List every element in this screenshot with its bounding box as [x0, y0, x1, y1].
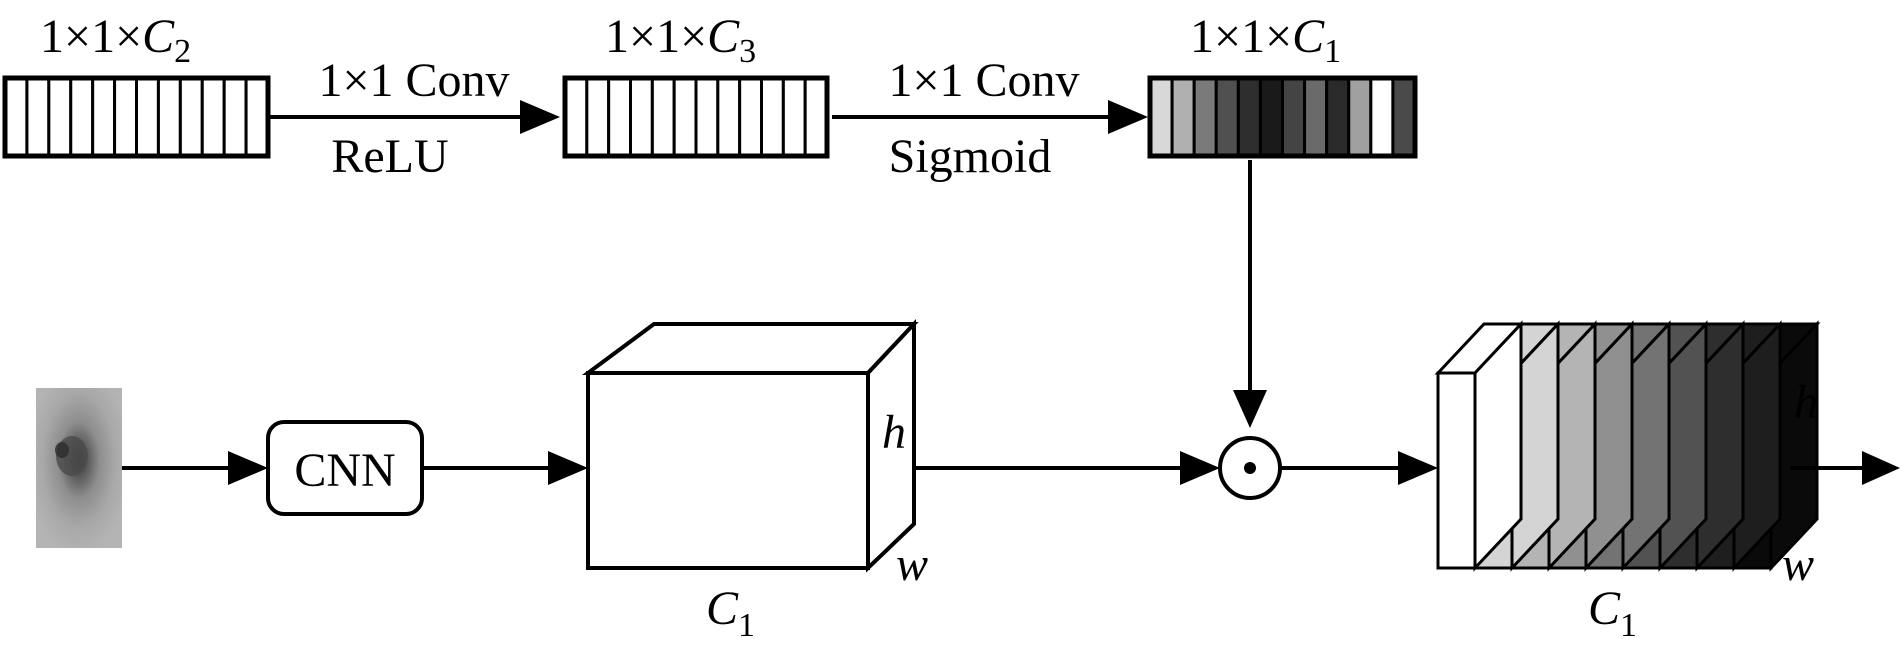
op1-activation-label: ReLU [331, 130, 448, 183]
output-map-c-label: C1 [1588, 582, 1637, 644]
vector-c2 [2, 75, 271, 159]
vector-cell [1303, 76, 1329, 158]
feature-map-cuboid [581, 318, 919, 573]
vector-cell [178, 76, 204, 158]
vector-c3-label: 1×1×C3 [605, 10, 756, 70]
elementwise-multiply-node [1218, 436, 1282, 500]
arrow-c3-to-c1 [832, 100, 1148, 134]
arrow-weights-to-multiply [1233, 160, 1267, 428]
input-image [36, 388, 122, 548]
vector-cell [672, 76, 698, 158]
vector-border [562, 75, 830, 159]
feature-map-h-label: h [882, 406, 906, 459]
vector-cell [607, 76, 633, 158]
vector-cell [113, 76, 139, 158]
vector-cell [738, 76, 764, 158]
output-map-h-label: h [1794, 376, 1818, 429]
vector-cell [91, 76, 117, 158]
vector-cell [1281, 76, 1307, 158]
vector-cell [69, 76, 95, 158]
cnn-block: CNN [266, 420, 424, 516]
arrow-c2-to-c3 [268, 100, 560, 134]
vector-cell [25, 76, 51, 158]
vector-cell [781, 76, 807, 158]
vector-cell [135, 76, 160, 158]
vector-cell [629, 76, 654, 158]
vector-cell [200, 76, 226, 158]
vector-cell [1192, 76, 1218, 158]
op1-conv-label: 1×1 Conv [318, 54, 509, 107]
vector-c1-weights [1147, 75, 1418, 159]
vector-cell [1236, 76, 1262, 158]
vector-cell [694, 76, 720, 158]
arrow-output [1790, 451, 1900, 485]
vector-cell [3, 76, 29, 158]
vector-cell [47, 76, 73, 158]
vector-border [1147, 75, 1418, 159]
arrow-multiply-to-output [1280, 451, 1438, 485]
output-map-w-label: w [1782, 538, 1814, 591]
vector-cell [244, 76, 270, 158]
feature-map-w-label: w [896, 538, 928, 591]
arrow-feature-map-to-multiply [914, 451, 1220, 485]
vector-cell [222, 76, 248, 158]
vector-cell [1214, 76, 1240, 158]
op2-conv-label: 1×1 Conv [888, 54, 1079, 107]
vector-c3 [562, 75, 830, 159]
cnn-label: CNN [294, 444, 395, 497]
vector-cell [1369, 76, 1395, 158]
arrow-image-to-cnn [122, 451, 268, 485]
vector-cell [1148, 76, 1174, 158]
vector-cell [156, 76, 182, 158]
arrow-cnn-to-feature-map [422, 451, 588, 485]
vector-cell [716, 76, 742, 158]
vector-c1-label: 1×1×C1 [1190, 10, 1341, 70]
multiply-dot [1244, 462, 1256, 474]
vector-c2-label: 1×1×C2 [40, 10, 191, 70]
vector-cell [650, 76, 676, 158]
vector-cell [585, 76, 611, 158]
vector-cell [1258, 76, 1284, 158]
vector-cell [1170, 76, 1196, 158]
weighted-feature-map [1434, 320, 1821, 572]
slice-front [1436, 371, 1477, 570]
vector-cell [1391, 76, 1417, 158]
vector-cell [1325, 76, 1351, 158]
vector-cell [563, 76, 589, 158]
op2-activation-label: Sigmoid [889, 130, 1052, 183]
feature-map-c-label: C1 [706, 582, 755, 644]
vector-cell [803, 76, 829, 158]
vector-cell [760, 76, 785, 158]
vector-cell [1347, 76, 1373, 158]
